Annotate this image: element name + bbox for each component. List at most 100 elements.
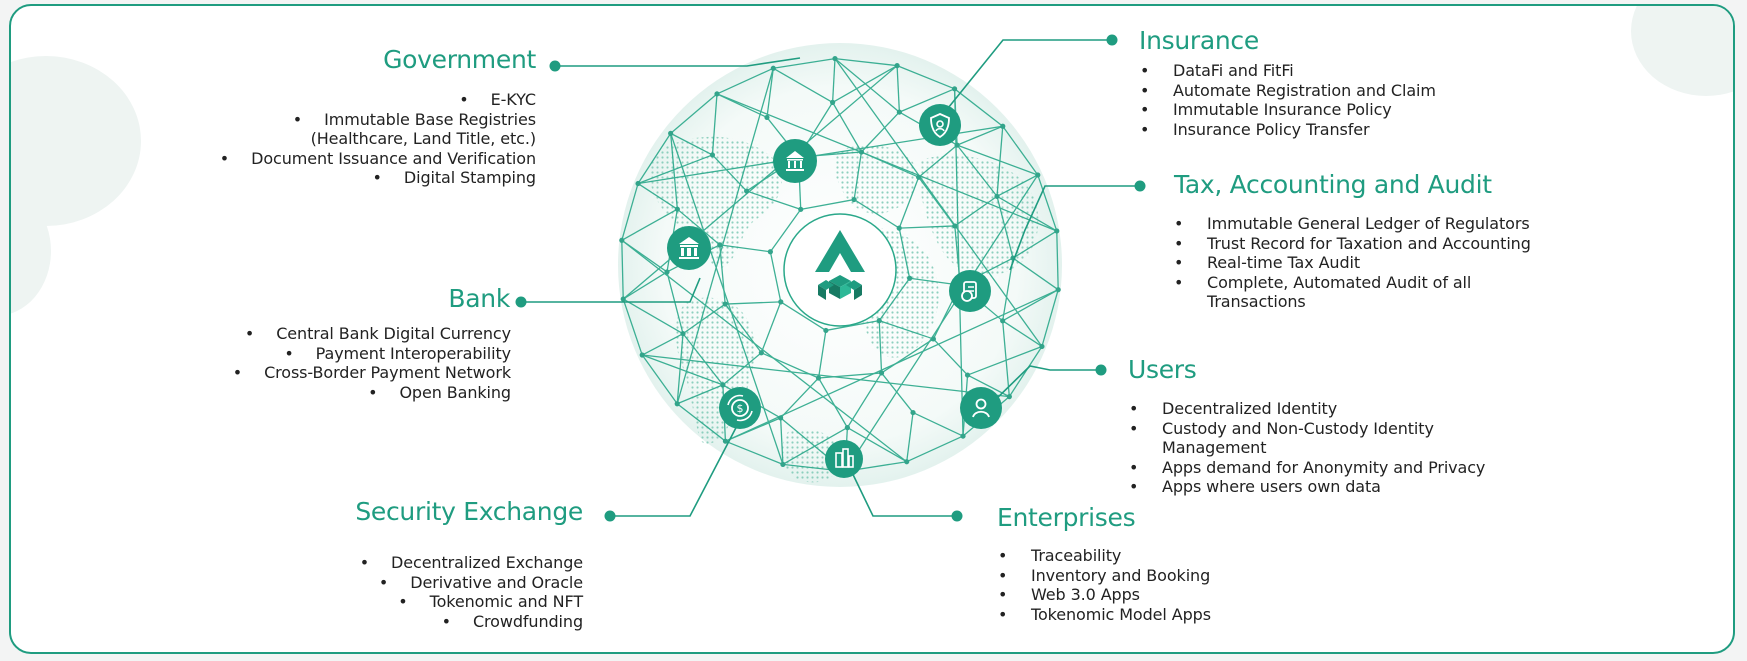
list-item: Complete, Automated Audit of all (1174, 273, 1531, 293)
tax-list: Immutable General Ledger of Regulators T… (1174, 214, 1531, 312)
mesh-line (906, 412, 914, 462)
mesh-line (642, 354, 1010, 398)
list-item: Central Bank Digital Currency (233, 324, 511, 344)
mesh-node (639, 352, 645, 358)
mesh-line (896, 65, 901, 113)
mesh-node (960, 433, 966, 439)
mesh-line (719, 244, 726, 305)
mesh-line (832, 65, 898, 103)
mesh-line (1056, 230, 1059, 290)
mesh-node (764, 114, 770, 121)
list-item: Automate Registration and Claim (1140, 81, 1436, 101)
users-title: Users (1128, 355, 1197, 384)
mesh-node (798, 206, 804, 212)
list-item: Inventory and Booking (998, 566, 1211, 586)
mesh-node (664, 269, 670, 275)
tax-title: Tax, Accounting and Audit (1174, 170, 1492, 199)
mesh-line (622, 298, 684, 335)
connectors (521, 39, 1140, 517)
mesh-line (1012, 230, 1058, 259)
user-icon (960, 387, 1002, 429)
mesh-node (668, 130, 674, 136)
security-exchange-title: Security Exchange (355, 497, 583, 526)
enterprise-buildings-icon (825, 440, 863, 478)
mesh-line (622, 271, 668, 300)
mesh-line (906, 435, 964, 463)
enterprises-list: Traceability Inventory and Booking Web 3… (998, 546, 1211, 624)
mesh-line (716, 67, 774, 95)
mesh-node (876, 318, 882, 324)
mesh-line (899, 225, 955, 229)
globe-mesh (619, 55, 1061, 475)
mesh-line (1002, 125, 1039, 176)
mesh-node (722, 438, 729, 444)
list-item: Tokenomic and NFT (360, 592, 583, 612)
mesh-node (1006, 394, 1012, 400)
dot-users (1095, 364, 1107, 376)
mesh-node (951, 86, 958, 92)
mesh-line (716, 93, 1058, 232)
mesh-line (670, 93, 718, 134)
government-building-icon (773, 139, 817, 183)
mesh-line (621, 239, 908, 463)
mesh-line (779, 417, 784, 465)
mesh-line (1037, 174, 1058, 232)
mesh-line (1041, 289, 1059, 347)
mesh-line (818, 377, 848, 428)
insurance-list: DataFi and FitFi Automate Registration a… (1140, 61, 1436, 139)
mesh-line (1012, 257, 1059, 291)
mesh-line (996, 174, 1039, 197)
mesh-node (896, 225, 902, 231)
dot-enterprises (951, 510, 963, 522)
mesh-line (825, 320, 880, 332)
mesh-node (954, 142, 960, 148)
bank-title: Bank (448, 284, 510, 313)
connector-security-exchange (610, 419, 741, 517)
mesh-line (622, 298, 643, 356)
mesh-node (717, 242, 723, 248)
mesh-line (1002, 320, 1010, 397)
list-item: Cross-Border Payment Network (233, 363, 511, 383)
mesh-line (818, 372, 882, 379)
mesh-line (641, 333, 684, 356)
list-item: Immutable General Ledger of Regulators (1174, 214, 1531, 234)
mesh-line (898, 227, 911, 279)
connector-dots (515, 34, 1146, 522)
mesh-line (899, 88, 955, 113)
insurance-title: Insurance (1139, 26, 1259, 55)
mesh-line (772, 67, 833, 103)
mesh-line (637, 154, 713, 185)
mesh-node (778, 415, 784, 421)
tax-document-icon (949, 270, 991, 312)
list-item: Immutable Base Registries (220, 110, 536, 130)
list-item: Trust Record for Taxation and Accounting (1174, 234, 1531, 254)
list-item: Derivative and Oracle (360, 573, 583, 593)
mesh-node (770, 65, 776, 71)
mesh-line (621, 240, 624, 300)
bank-icon (667, 226, 711, 270)
mesh-line (780, 377, 820, 419)
mesh-node (620, 296, 626, 302)
mesh-line (918, 144, 958, 178)
list-item-continuation: Transactions (1207, 292, 1306, 312)
connector-enterprises (845, 459, 957, 517)
mesh-line (621, 183, 639, 241)
mesh-line (834, 58, 1043, 347)
mesh-node (709, 152, 716, 158)
mesh-line (769, 208, 802, 253)
security-exchange-coin-icon: $ (719, 387, 761, 429)
mesh-node (815, 375, 822, 381)
government-title: Government (383, 45, 536, 74)
mesh-line (844, 174, 1039, 472)
mesh-node (674, 401, 680, 407)
mesh-line (878, 320, 883, 373)
list-item: Insurance Policy Transfer (1140, 120, 1436, 140)
connector-government (555, 57, 801, 67)
mesh-node (823, 327, 829, 334)
list-item: Payment Interoperability (233, 344, 511, 364)
mesh-line (800, 198, 855, 210)
mesh-node (851, 196, 857, 203)
mesh-line (780, 301, 827, 331)
mesh-line (676, 68, 774, 404)
